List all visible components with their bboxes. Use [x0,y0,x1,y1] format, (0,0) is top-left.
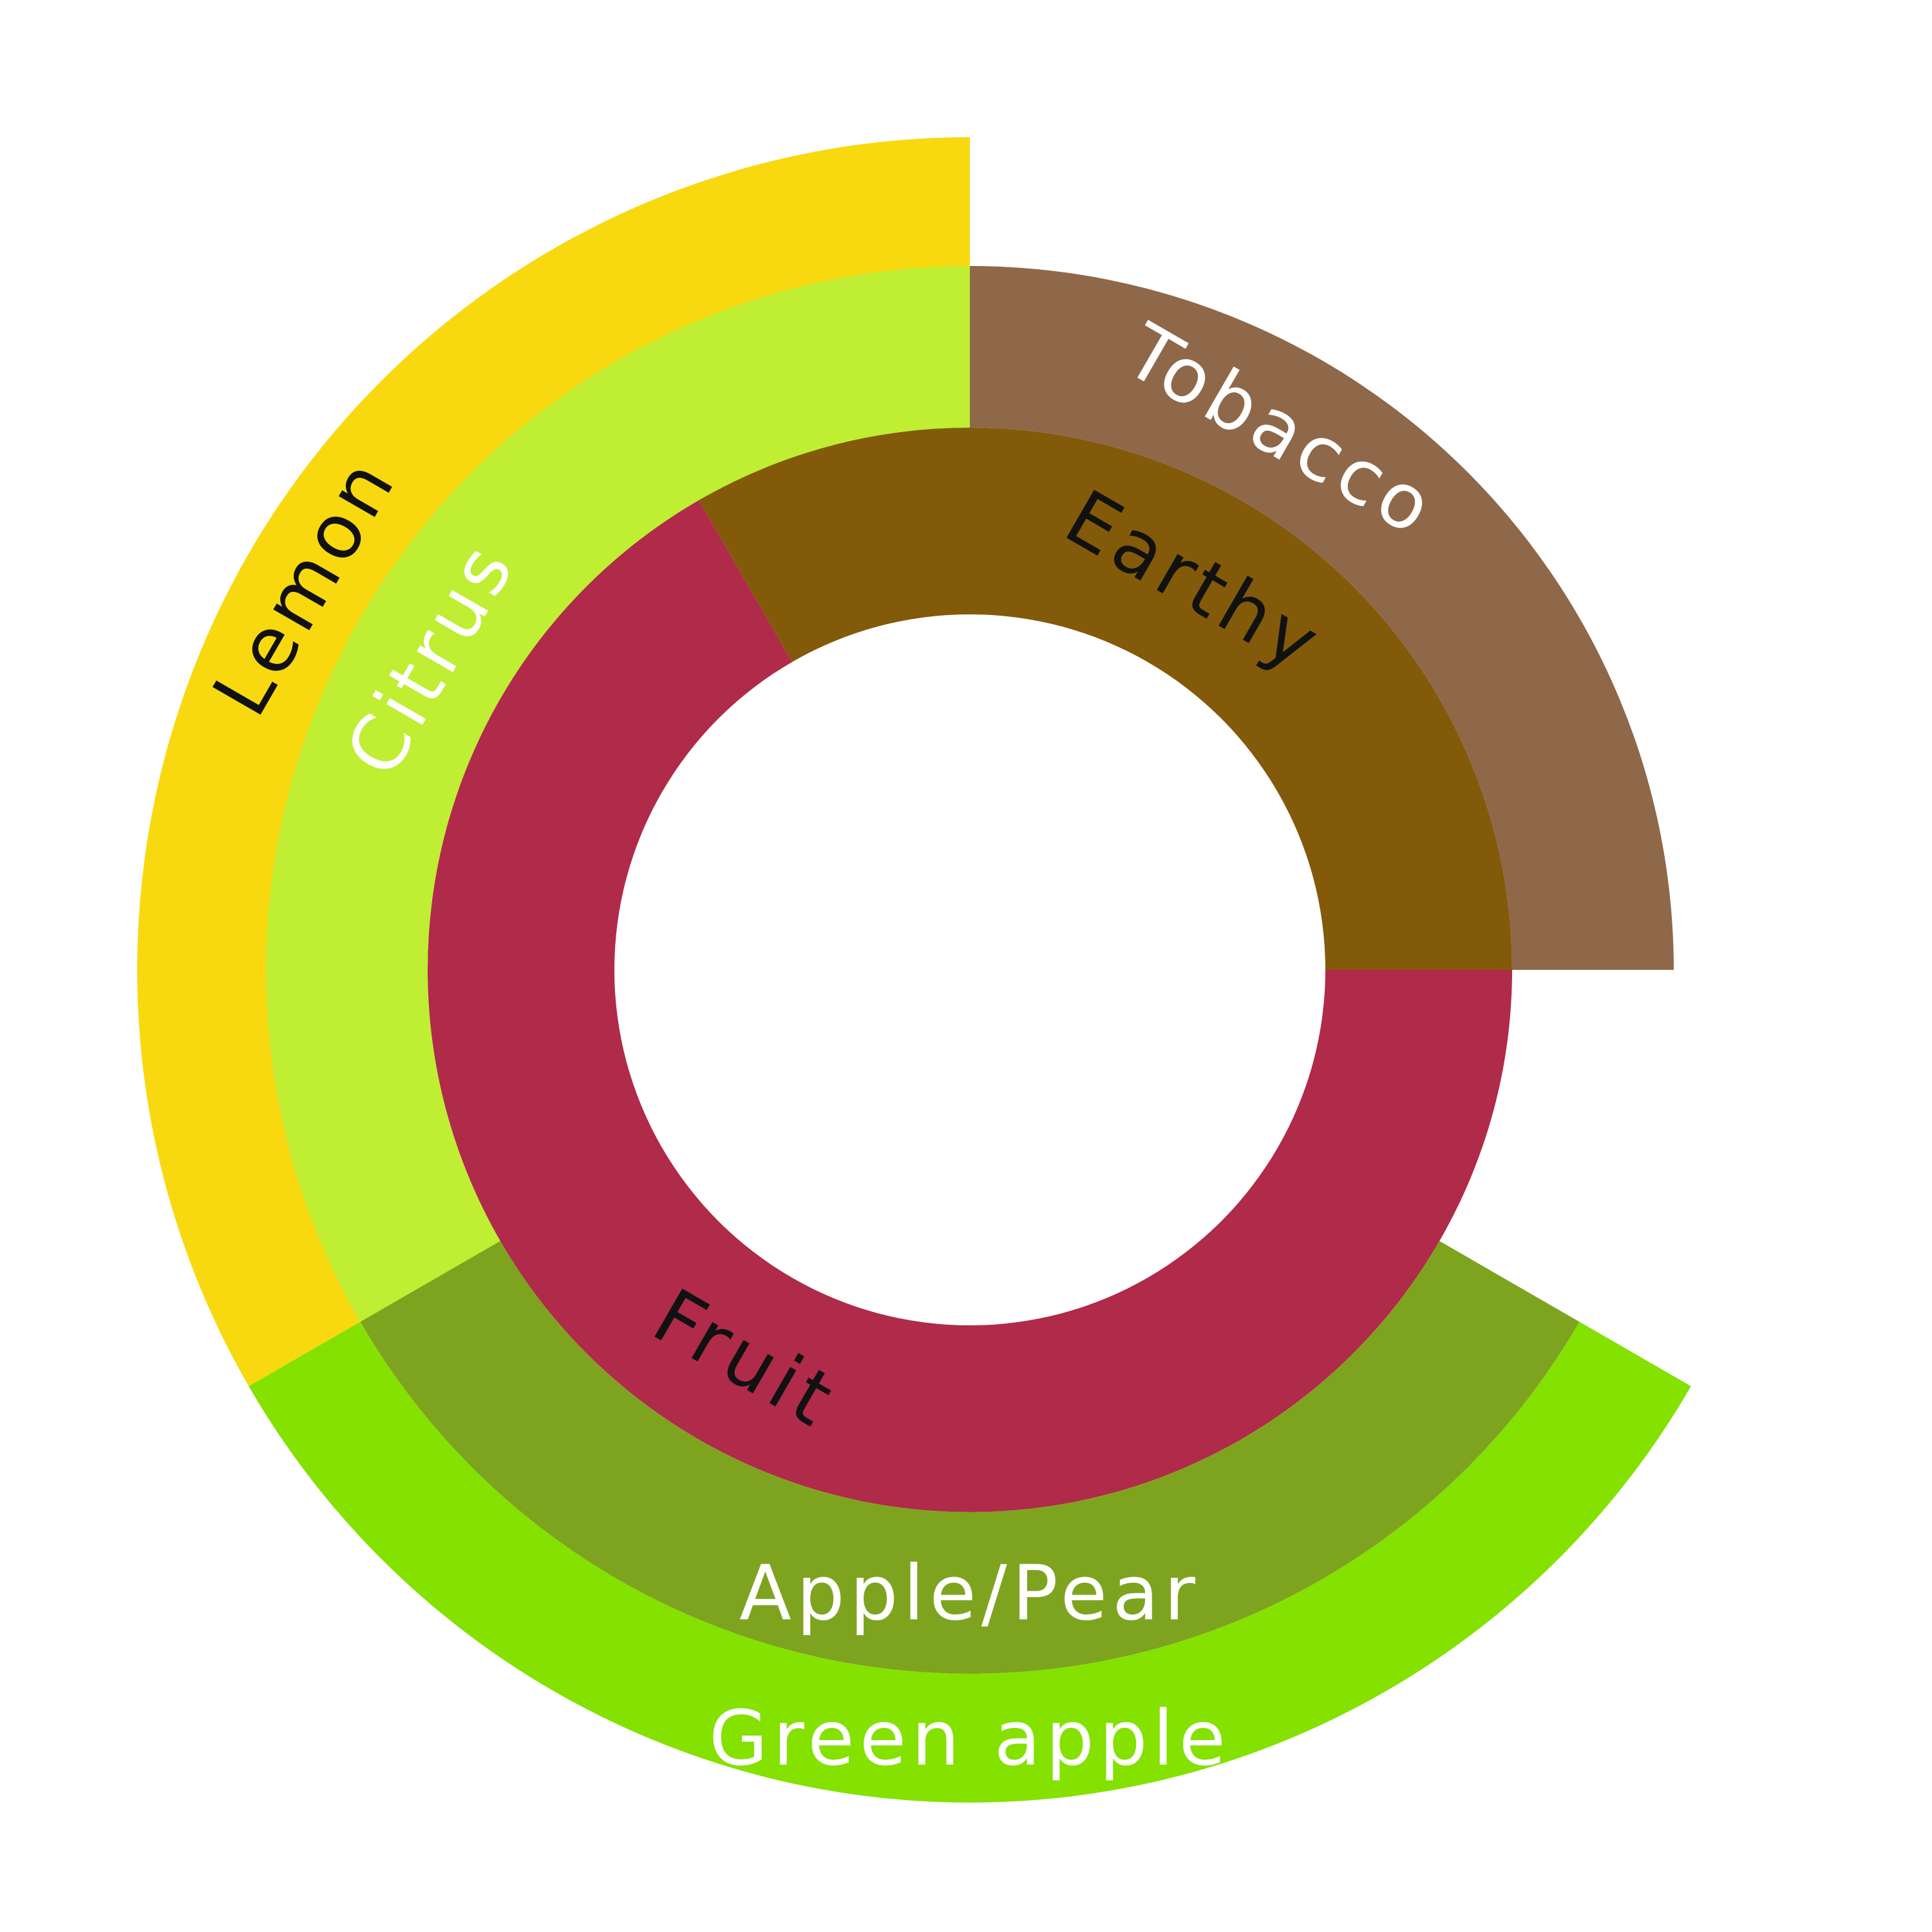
segment-fruit[interactable] [428,500,1512,1512]
segment-apple-pear[interactable] [360,1241,1580,1674]
segment-green-apple[interactable] [249,1321,1691,1803]
chart-segments [137,137,1691,1803]
segment-citrus[interactable] [265,266,971,1322]
segment-lemon[interactable] [137,137,970,1387]
segment-tobacco[interactable] [618,266,1674,970]
label-green-apple: Green apple [709,1694,1231,1783]
label-apple-pear: Apple/Pear [739,1549,1200,1638]
segment-earthy[interactable] [699,427,1512,970]
